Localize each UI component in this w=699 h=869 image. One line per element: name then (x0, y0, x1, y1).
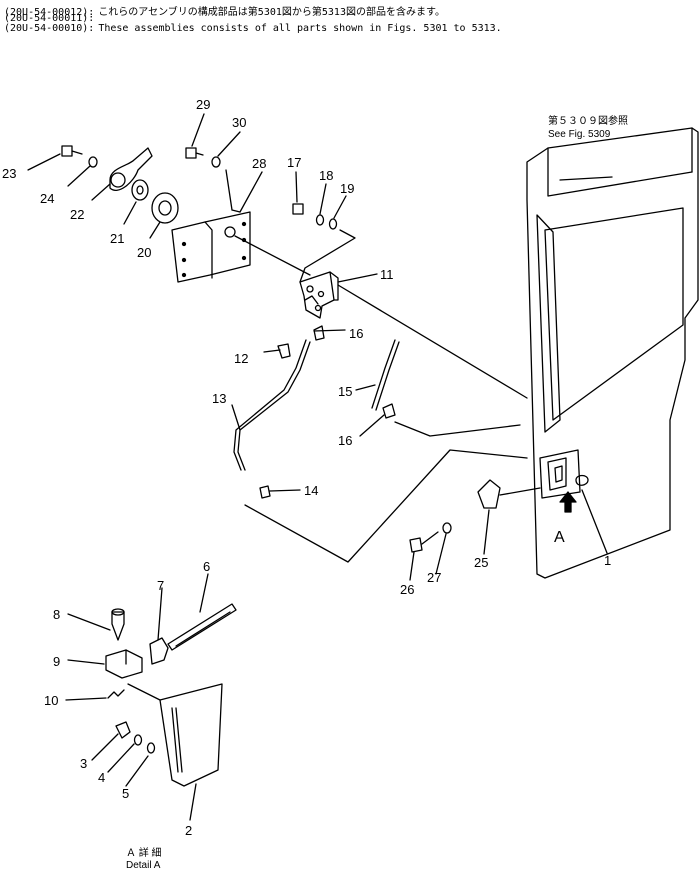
callout-9: 9 (53, 654, 60, 669)
callout-3: 3 (80, 756, 87, 771)
header-code-1: (20U-54-00012): (4, 7, 95, 18)
detail-a-caption-jp: Ａ 詳 細 (126, 846, 162, 859)
part-23-bolt (61, 145, 73, 157)
detail-a-caption-en: Detail A (126, 860, 161, 869)
callout-16-lower: 16 (338, 433, 352, 448)
callout-19: 19 (340, 181, 354, 196)
part-18-washer (315, 214, 325, 226)
part-3-nut (115, 721, 131, 739)
header-code-3: (20U-54-00010): (4, 23, 95, 34)
callout-20: 20 (137, 245, 151, 260)
part-29-bolt (185, 147, 197, 159)
callout-11: 11 (380, 267, 394, 282)
callout-13: 13 (212, 391, 226, 406)
door-frame-top-edge (547, 147, 693, 197)
callout-28: 28 (252, 156, 266, 171)
part-2-handle (159, 683, 223, 787)
header-line-2: (20U-54-00011): (4, 13, 98, 24)
part-11-lock (299, 271, 335, 319)
header-code-2: (20U-54-00011): (4, 13, 95, 24)
callout-21: 21 (110, 231, 124, 246)
part-27-washer (442, 522, 452, 534)
part-30-washer (211, 156, 221, 168)
part-26-bolt (409, 537, 423, 553)
part-5-washer (146, 742, 156, 754)
callout-27: 27 (427, 570, 441, 585)
part-21-washer (131, 179, 149, 201)
part-22-handle (109, 147, 153, 191)
callout-29: 29 (196, 97, 210, 112)
part-15-rod (371, 339, 396, 409)
callout-16-upper: 16 (349, 326, 363, 341)
part-6-bolt (167, 603, 237, 651)
part-13-rod (237, 341, 311, 471)
part-16-clip-lower (382, 403, 396, 419)
callout-22: 22 (70, 207, 84, 222)
callout-6: 6 (203, 559, 210, 574)
part-17-bolt (292, 203, 304, 215)
part-19-washer (328, 218, 338, 230)
header-note-1: これらのアセンブリの構成部品は第5301図から第5313図の部品を含みます。 (98, 7, 445, 18)
callout-15: 15 (338, 384, 352, 399)
door-window (544, 207, 684, 421)
callout-24: 24 (40, 191, 54, 206)
callout-10: 10 (44, 693, 58, 708)
part-7-nut (149, 637, 169, 665)
header-line-1: (20U-54-00012):これらのアセンブリの構成部品は第5301図から第5… (4, 3, 445, 18)
callout-14: 14 (304, 483, 318, 498)
callout-8: 8 (53, 607, 60, 622)
part-20-escutcheon (151, 192, 179, 224)
callout-2: 2 (185, 823, 192, 838)
reference-note-en: See Fig. 5309 (548, 129, 611, 140)
part-16-clip-upper (313, 325, 325, 341)
callout-12: 12 (234, 351, 248, 366)
part-8-block (105, 649, 143, 679)
part-12-clip (277, 343, 291, 359)
reference-note-jp: 第５３０９図参照 (548, 114, 628, 127)
callout-17: 17 (287, 155, 301, 170)
header-note-3: These assemblies consists of all parts s… (98, 23, 502, 34)
part-4-washer (133, 734, 143, 746)
part-9-pin (111, 611, 125, 641)
callout-26: 26 (400, 582, 414, 597)
part-14-clip (259, 485, 271, 499)
part-10-spring (107, 689, 125, 699)
callout-5: 5 (122, 786, 129, 801)
detail-a-arrow (559, 491, 577, 513)
header-line-3: (20U-54-00010):These assemblies consists… (4, 23, 502, 34)
callout-7: 7 (157, 578, 164, 593)
detail-letter-a: A (554, 529, 565, 546)
door-latch-bracket (539, 449, 581, 499)
callout-1: 1 (604, 553, 611, 568)
part-25-striker (477, 479, 501, 509)
callout-25: 25 (474, 555, 488, 570)
part-1-knob (575, 474, 589, 486)
part-24-washer (88, 156, 98, 168)
callout-18: 18 (319, 168, 333, 183)
part-28-plate (171, 211, 251, 283)
callout-30: 30 (232, 115, 246, 130)
callout-4: 4 (98, 770, 105, 785)
callout-23: 23 (2, 166, 16, 181)
